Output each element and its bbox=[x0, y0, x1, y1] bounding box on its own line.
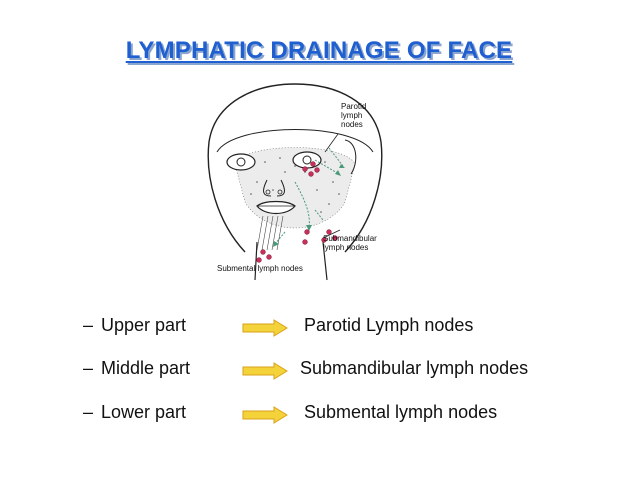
bullet-dash: – bbox=[83, 402, 94, 422]
face-region-label: Upper part bbox=[101, 315, 187, 335]
submandibular-label-line-2: lymph nodes bbox=[323, 243, 369, 252]
face-region-label: Middle part bbox=[101, 358, 191, 378]
row-lower-part: – Lower part Submental lymph nodes bbox=[0, 398, 638, 428]
face-illustration bbox=[207, 83, 383, 281]
bullet-dash: – bbox=[83, 315, 94, 335]
bullet-dash: – bbox=[83, 358, 94, 378]
right-arrow-icon bbox=[242, 319, 288, 337]
parotid-label-line-2: lymph bbox=[341, 111, 363, 120]
lymph-node-destination: Submandibular lymph nodes bbox=[300, 358, 529, 378]
parotid-label: Parotid lymph nodes bbox=[341, 102, 366, 129]
face-region-label: Lower part bbox=[101, 402, 187, 422]
row-upper-part: – Upper part Parotid Lymph nodes bbox=[0, 311, 638, 341]
right-arrow-icon bbox=[242, 362, 288, 380]
lymph-node-destination: Parotid Lymph nodes bbox=[304, 315, 474, 335]
submandibular-label-line-1: Submandibular bbox=[323, 234, 377, 243]
slide-title: LYMPHATIC DRAINAGE OF FACE bbox=[125, 37, 513, 64]
right-arrow-icon bbox=[242, 406, 288, 424]
row-middle-part: – Middle part Submandibular lymph nodes bbox=[0, 354, 638, 384]
face-lymph-diagram: Parotid lymph nodes Submandibular lymph … bbox=[195, 82, 400, 282]
lymph-node-destination: Submental lymph nodes bbox=[304, 402, 498, 422]
parotid-label-line-1: Parotid bbox=[341, 102, 367, 111]
submandibular-label: Submandibular lymph nodes bbox=[323, 234, 377, 252]
parotid-label-line-3: nodes bbox=[341, 120, 363, 129]
submental-label: Submental lymph nodes bbox=[217, 264, 303, 273]
